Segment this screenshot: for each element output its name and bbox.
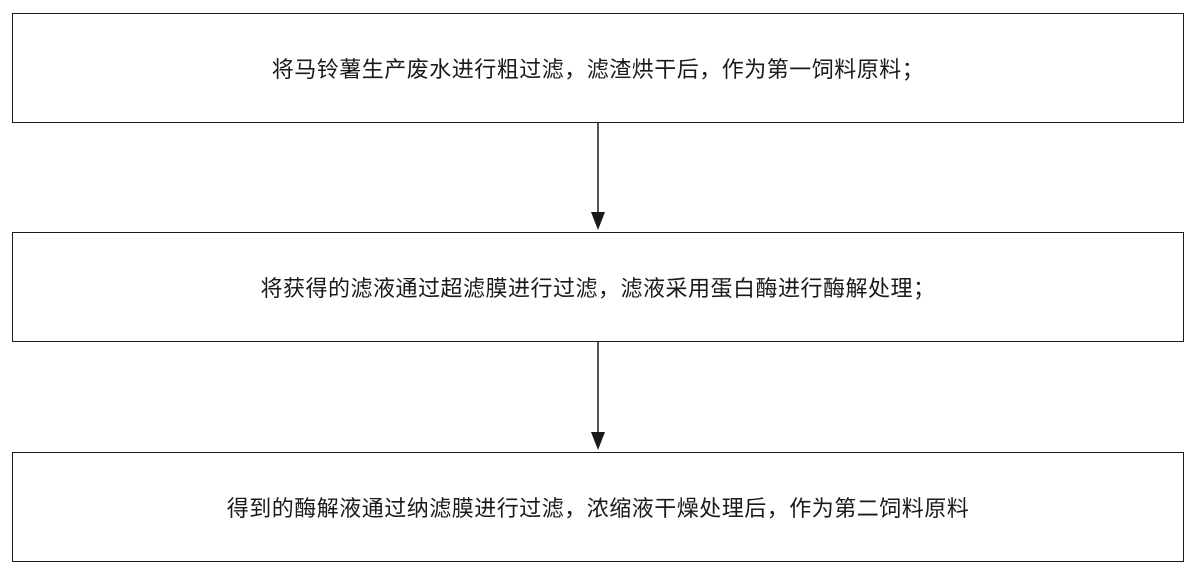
process-step-1: 将马铃薯生产废水进行粗过滤，滤渣烘干后，作为第一饲料原料； (12, 13, 1184, 123)
arrow-2-head-icon (591, 432, 605, 450)
process-step-3-text: 得到的酶解液通过纳滤膜进行过滤，浓缩液干燥处理后，作为第二饲料原料 (226, 497, 970, 522)
process-step-2: 将获得的滤液通过超滤膜进行过滤，滤液采用蛋白酶进行酶解处理； (12, 232, 1184, 342)
process-step-3: 得到的酶解液通过纳滤膜进行过滤，浓缩液干燥处理后，作为第二饲料原料 (12, 452, 1184, 562)
process-step-1-text: 将马铃薯生产废水进行粗过滤，滤渣烘干后，作为第一饲料原料； (271, 58, 925, 83)
arrow-1-head-icon (591, 212, 605, 230)
process-step-2-text: 将获得的滤液通过超滤膜进行过滤，滤液采用蛋白酶进行酶解处理； (260, 277, 936, 302)
